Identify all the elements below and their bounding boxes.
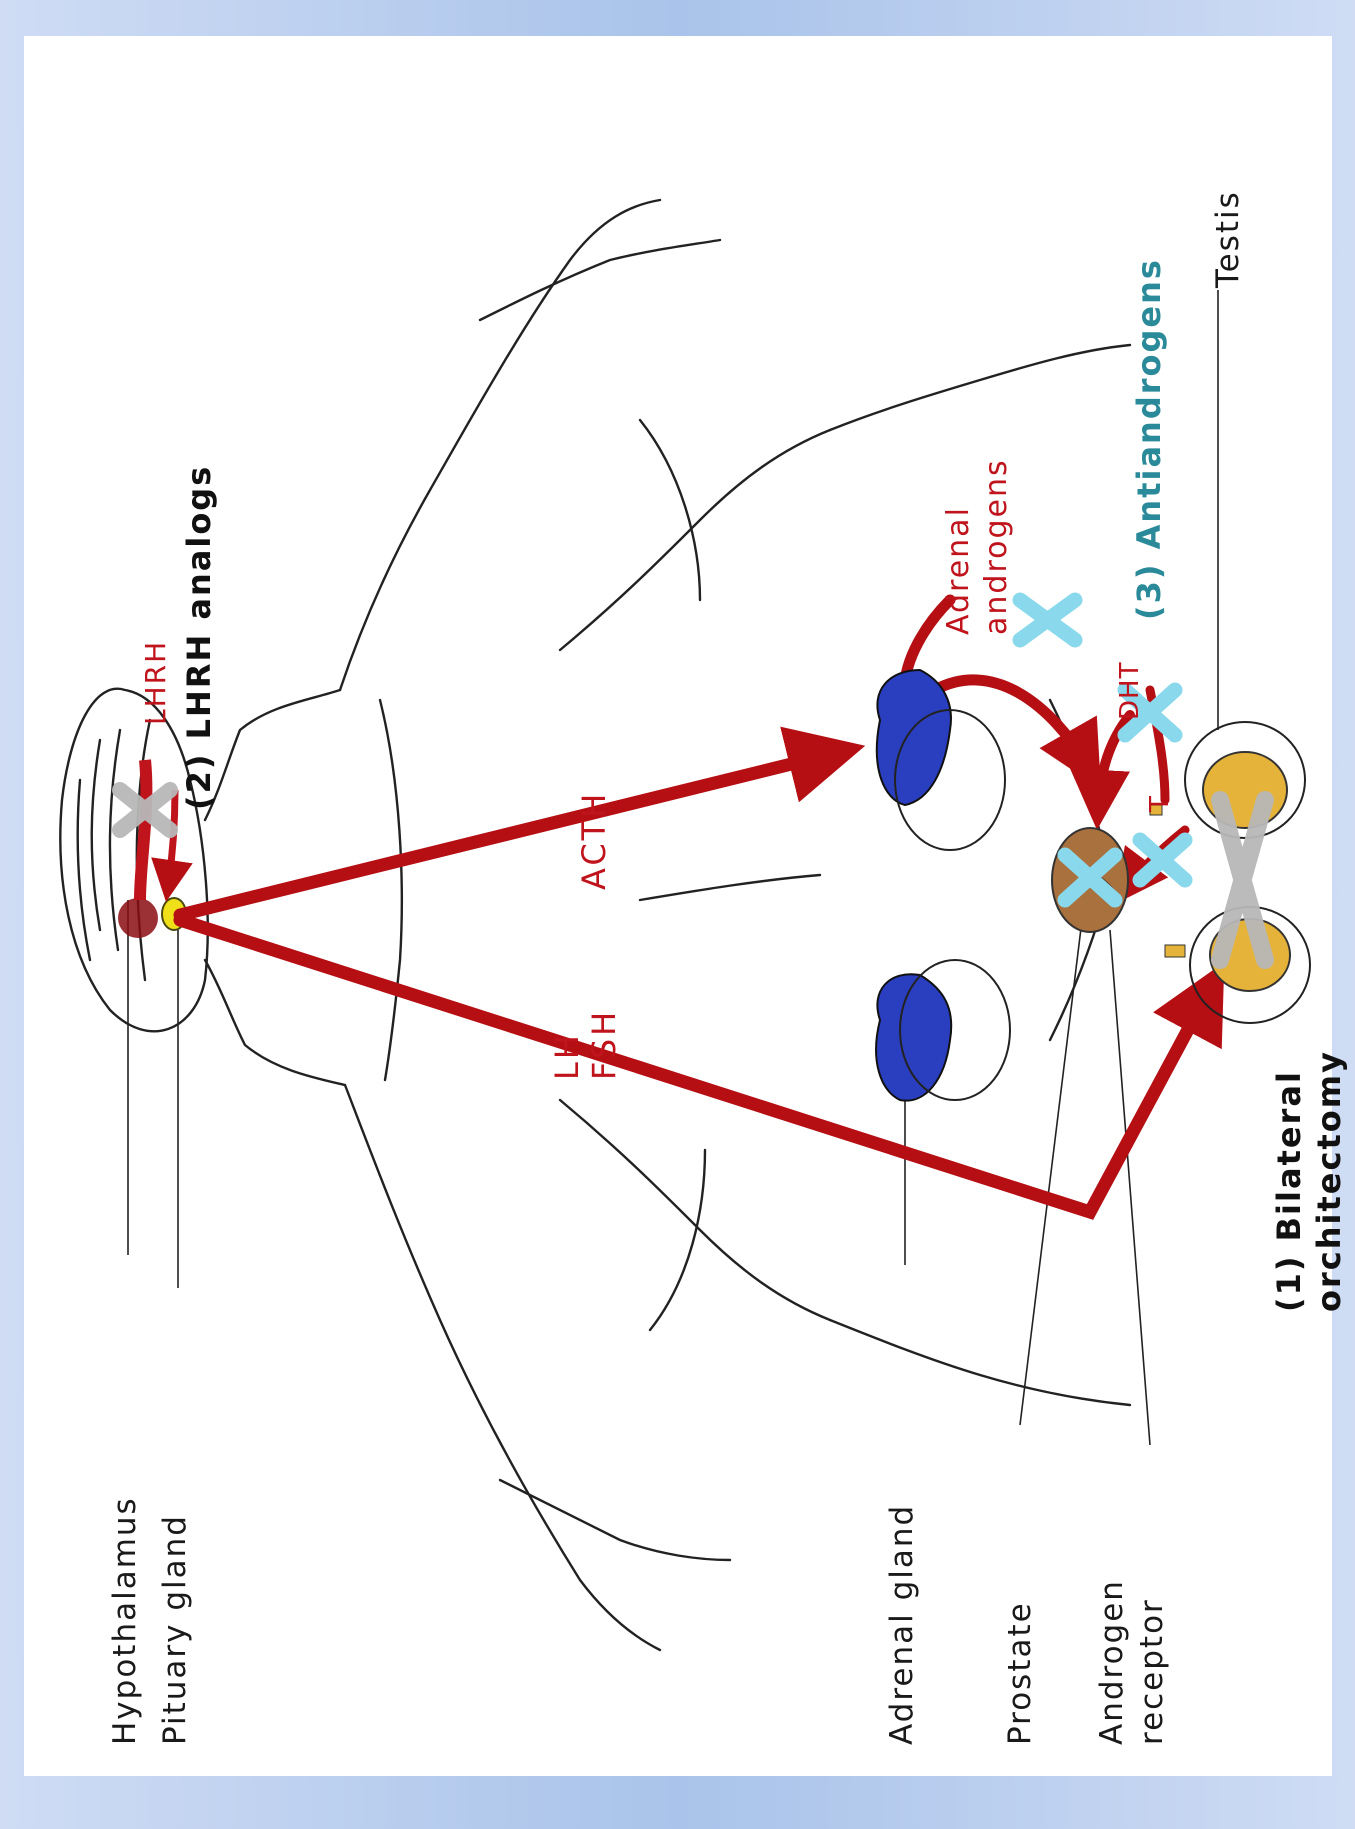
acth-label: ACTH [575,791,613,890]
dht-label: DHT [1115,662,1145,720]
t-label: T [1145,796,1175,813]
testis-label: Testis [1210,190,1246,289]
orchitectomy-label-line1: (1) Bilateral [1270,1070,1308,1312]
lhrh-arrow [140,760,146,900]
fsh-label: FSH [585,1009,623,1080]
adrenal-androgens-label-line1: Adrenal [941,506,976,635]
lhrh-analogs-label: (2) LHRH analogs [180,465,218,810]
pituitary-label: Pituary gland [157,1514,193,1745]
androgen-receptor-label-line1: Androgen [1094,1579,1130,1745]
prostate-label: Prostate [1002,1601,1038,1745]
lhrh-label: LHRH [139,640,172,725]
hypothalamus-blob [118,898,158,938]
hypothalamus-label: Hypothalamus [107,1496,143,1745]
adrenal-androgens-label-line2: androgens [979,458,1014,635]
adrenal-gland-label: Adrenal gland [884,1504,920,1745]
antiandrogens-label: (3) Antiandrogens [1130,258,1168,620]
orchitectomy-label-line2: orchitectomy [1310,1050,1348,1312]
lh-label: LH [548,1032,586,1080]
androgen-receptor-label-line2: receptor [1134,1598,1170,1745]
